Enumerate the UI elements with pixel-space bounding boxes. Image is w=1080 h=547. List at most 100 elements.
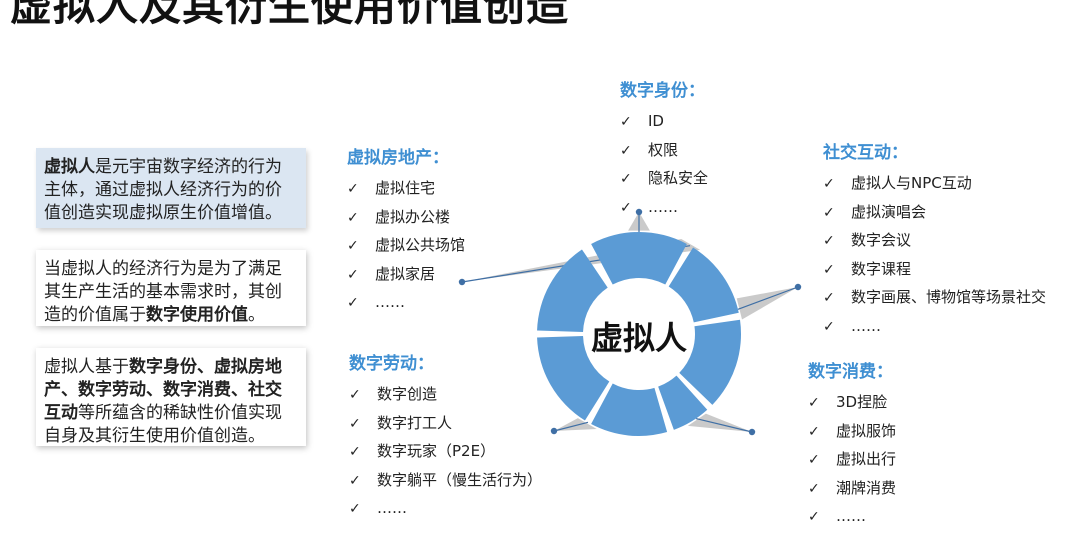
item-text: 隐私安全 xyxy=(648,169,709,187)
category-digital-consumption: 数字消费： ✓ 3D捏脸 ✓ 虚拟服饰 ✓ 虚拟出行 ✓ 潮牌消费 ✓ …… xyxy=(808,357,896,531)
list-item: ✓数字躺平（慢生活行为） xyxy=(349,466,542,495)
list-item: ✓虚拟办公楼 xyxy=(347,203,465,232)
check-icon: ✓ xyxy=(620,199,632,216)
category-items: ✓虚拟住宅✓虚拟办公楼✓虚拟公共场馆✓虚拟家居✓…… xyxy=(347,174,465,317)
category-items: ✓ 数字创造 ✓ 数字打工人 ✓ 数字玩家（P2E） ✓数字躺平（慢生活行为） ✓ …… xyxy=(349,380,542,523)
check-icon: ✓ xyxy=(808,509,820,525)
check-icon: ✓ xyxy=(620,114,632,130)
item-text: …… xyxy=(836,507,866,525)
list-item: ✓ …… xyxy=(808,502,896,531)
connector-dot-labor xyxy=(550,427,558,435)
item-text: …… xyxy=(851,316,881,335)
list-item: ✓ 虚拟出行 xyxy=(808,445,896,474)
body-text: 等所蕴含的稀缺性价值实现自身及其衍生使用价值创造。 xyxy=(44,403,282,446)
check-icon: ✓ xyxy=(808,480,820,497)
check-icon: ✓ xyxy=(349,444,361,460)
check-icon: ✓ xyxy=(823,233,835,249)
category-social-interaction: 社交互动： ✓虚拟人与NPC互动✓虚拟演唱会✓数字会议✓数字课程✓数字画展、博物… xyxy=(823,138,1046,340)
connector-wedge-consume xyxy=(687,413,752,432)
check-icon: ✓ xyxy=(349,415,361,432)
item-text: 数字躺平（慢生活行为） xyxy=(377,470,543,489)
item-text: 数字创造 xyxy=(377,385,438,403)
item-text: 数字课程 xyxy=(851,259,912,278)
emphasis-text: 数字身份、虚拟房地产、数字劳动、数字消费、社交互动 xyxy=(44,357,282,423)
body-text: 。 xyxy=(248,305,265,325)
intro-box-2: 当虚拟人的经济行为是为了满足其生产生活的基本需求时，其创造的价值属于数字使用价值… xyxy=(36,250,306,326)
connector-line-labor xyxy=(553,421,589,432)
list-item: ✓ …… xyxy=(620,193,708,222)
category-virtual-real-estate: 虚拟房地产： ✓虚拟住宅✓虚拟办公楼✓虚拟公共场馆✓虚拟家居✓…… xyxy=(347,143,465,317)
connector-dot-consume xyxy=(748,428,756,436)
category-items: ✓虚拟人与NPC互动✓虚拟演唱会✓数字会议✓数字课程✓数字画展、博物馆等场景社交… xyxy=(823,169,1046,340)
list-item: ✓ 虚拟服饰 xyxy=(808,417,896,446)
check-icon: ✓ xyxy=(808,452,820,468)
item-text: 3D捏脸 xyxy=(836,393,888,411)
intro-box-3: 虚拟人基于数字身份、虚拟房地产、数字劳动、数字消费、社交互动等所蕴含的稀缺性价值… xyxy=(36,348,306,446)
body-text: 是元宇宙数字经济的行为主体，通过虚拟人经济行为的价值创造实现虚拟原生价值增值。 xyxy=(44,157,282,223)
list-item: ✓数字画展、博物馆等场景社交 xyxy=(823,283,1046,312)
connector-dot-identity xyxy=(635,208,643,216)
list-item: ✓ 数字打工人 xyxy=(349,409,542,438)
ring-segment xyxy=(591,383,668,436)
item-text: 虚拟出行 xyxy=(836,450,897,468)
list-item: ✓ 3D捏脸 xyxy=(808,388,896,417)
emphasis-text: 数字使用价值 xyxy=(146,305,248,325)
check-icon: ✓ xyxy=(823,176,835,192)
category-digital-identity: 数字身份： ✓ID✓权限✓隐私安全✓…… xyxy=(620,76,708,221)
check-icon: ✓ xyxy=(349,501,361,517)
connector-dot-social xyxy=(794,283,802,291)
list-item: ✓ 虚拟家居 xyxy=(347,260,465,289)
item-text: …… xyxy=(377,499,407,517)
list-item: ✓ 潮牌消费 xyxy=(808,474,896,503)
check-icon: ✓ xyxy=(808,395,820,411)
item-text: 数字画展、博物馆等场景社交 xyxy=(851,288,1047,306)
connector-line-consume xyxy=(695,417,753,433)
check-icon: ✓ xyxy=(823,318,835,335)
list-item: ✓ …… xyxy=(823,312,1046,341)
list-item: ✓ …… xyxy=(349,494,542,523)
item-text: 虚拟家居 xyxy=(375,264,436,283)
category-items: ✓ 3D捏脸 ✓ 虚拟服饰 ✓ 虚拟出行 ✓ 潮牌消费 ✓ …… xyxy=(808,388,896,531)
item-text: ID xyxy=(648,112,664,130)
check-icon: ✓ xyxy=(620,171,632,187)
check-icon: ✓ xyxy=(823,204,835,221)
ring-segment xyxy=(591,231,687,285)
connector-dot-estate xyxy=(458,278,466,286)
list-item: ✓虚拟住宅 xyxy=(347,174,465,203)
item-text: 虚拟服饰 xyxy=(836,421,897,440)
item-text: 虚拟人与NPC互动 xyxy=(851,174,972,192)
category-items: ✓ ID ✓权限 ✓ 隐私安全 ✓ …… xyxy=(620,107,708,221)
check-icon: ✓ xyxy=(347,181,359,197)
check-icon: ✓ xyxy=(347,238,359,254)
category-title: 社交互动： xyxy=(823,143,908,163)
list-item: ✓ 数字玩家（P2E） xyxy=(349,437,542,466)
item-text: 权限 xyxy=(648,140,679,159)
intro-box-1: 虚拟人是元宇宙数字经济的行为主体，通过虚拟人经济行为的价值创造实现虚拟原生价值增… xyxy=(36,148,306,228)
connector-line-social xyxy=(737,286,799,310)
check-icon: ✓ xyxy=(347,295,359,311)
item-text: 数字打工人 xyxy=(377,413,453,432)
list-item: ✓权限 xyxy=(620,136,708,165)
ring-segment xyxy=(679,319,741,405)
connector-wedge-social xyxy=(736,287,798,320)
ring-segment xyxy=(537,249,608,333)
ring-segment xyxy=(668,247,739,323)
check-icon: ✓ xyxy=(347,209,359,226)
check-icon: ✓ xyxy=(349,387,361,403)
item-text: 虚拟公共场馆 xyxy=(375,236,466,254)
list-item: ✓ 虚拟人与NPC互动 xyxy=(823,169,1046,198)
list-item: ✓ 数字创造 xyxy=(349,380,542,409)
item-text: …… xyxy=(375,293,405,311)
body-text: 虚拟人基于 xyxy=(44,357,129,377)
list-item: ✓数字会议 xyxy=(823,226,1046,255)
list-item: ✓ 虚拟公共场馆 xyxy=(347,231,465,260)
category-title: 数字消费： xyxy=(808,362,893,382)
check-icon: ✓ xyxy=(808,423,820,440)
item-text: 数字玩家（P2E） xyxy=(377,442,496,460)
list-item: ✓虚拟演唱会 xyxy=(823,198,1046,227)
check-icon: ✓ xyxy=(347,266,359,283)
list-item: ✓ 隐私安全 xyxy=(620,164,708,193)
item-text: …… xyxy=(648,197,678,216)
item-text: 潮牌消费 xyxy=(836,478,897,497)
